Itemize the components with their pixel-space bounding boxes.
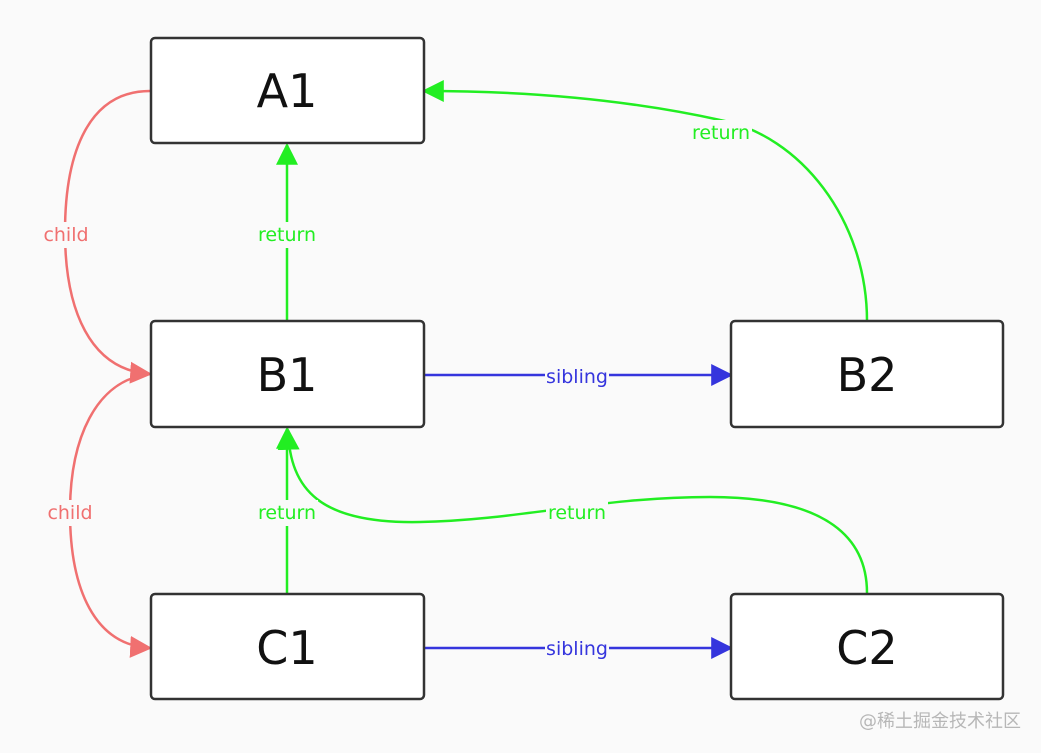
edge-label-b1-c1-child: child (47, 502, 92, 524)
edge-label-b2-a1-return-group: return (690, 120, 752, 146)
node-b2-label: B2 (837, 348, 898, 402)
edge-label-a1-b1-child: child (43, 224, 88, 246)
edge-label-c2-b1-return: return (548, 502, 606, 524)
edge-label-c1-b1-return: return (258, 502, 316, 524)
node-a1-label: A1 (257, 64, 318, 118)
edge-label-b1-b2-sibling: sibling (546, 366, 608, 388)
node-b1-label: B1 (257, 348, 318, 402)
node-a1[interactable]: A1 (149, 36, 426, 145)
edge-label-c1-b1-return-group: return (256, 500, 318, 526)
edge-label-a1-b1-child-group: child (40, 222, 92, 248)
watermark-text: @稀土掘金技术社区 (859, 711, 1021, 732)
node-b2[interactable]: B2 (729, 319, 1005, 429)
edge-label-c1-c2-sibling: sibling (546, 638, 608, 660)
node-c2[interactable]: C2 (729, 592, 1005, 701)
edge-label-b1-a1-return: return (258, 224, 316, 246)
edge-label-b1-b2-sibling-group: sibling (545, 364, 609, 390)
edge-label-c1-c2-sibling-group: sibling (545, 636, 609, 662)
edge-label-b1-a1-return-group: return (256, 222, 318, 248)
node-c1[interactable]: C1 (149, 592, 426, 701)
edge-label-b1-c1-child-group: child (44, 500, 96, 526)
edge-label-c2-b1-return-group: return (546, 500, 608, 526)
node-c1-label: C1 (256, 621, 317, 675)
node-b1[interactable]: B1 (149, 319, 426, 429)
node-c2-label: C2 (836, 621, 897, 675)
edge-b2-a1-return (421, 80, 869, 322)
edge-label-b2-a1-return: return (692, 122, 750, 144)
